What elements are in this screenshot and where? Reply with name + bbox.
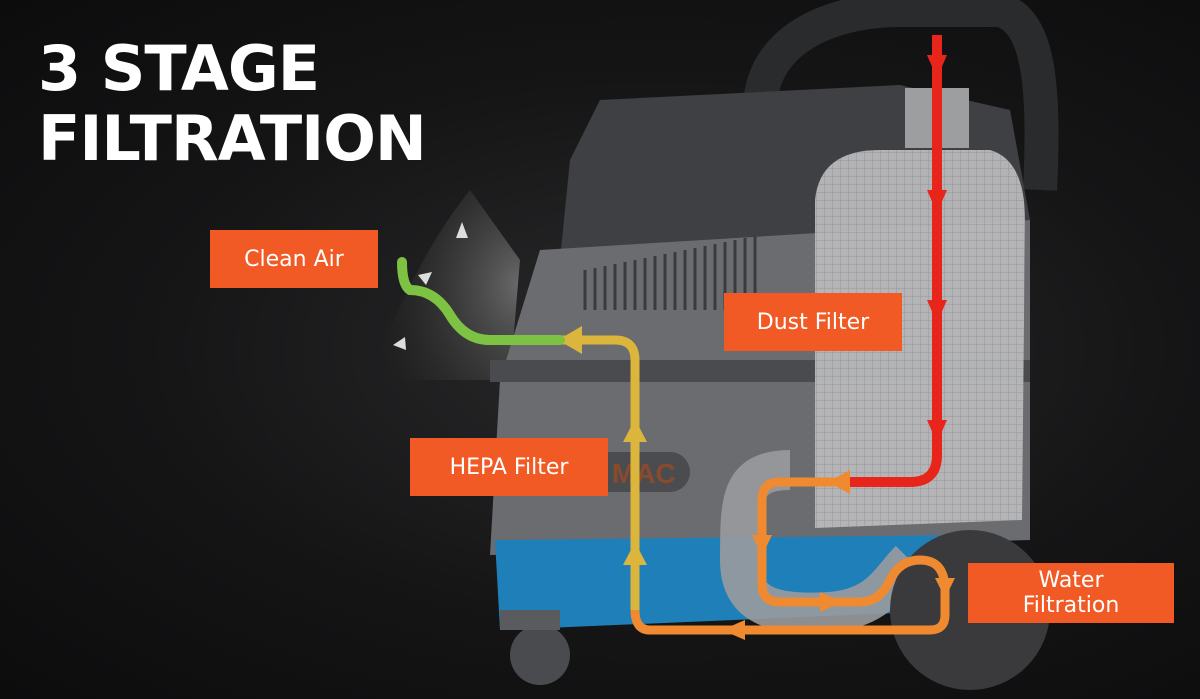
water-filtration-label: Water Filtration — [968, 563, 1174, 623]
water-filtration-line-2: Filtration — [1022, 593, 1120, 618]
water-flow-arrows — [722, 470, 955, 640]
hepa-flow-path — [560, 335, 640, 610]
hepa-filter-label: HEPA Filter — [410, 438, 608, 496]
page-title: 3 STAGE FILTRATION — [38, 32, 427, 175]
vent-grille — [583, 236, 757, 310]
caster-wheel — [510, 625, 570, 685]
dust-flow-path — [850, 35, 942, 487]
hose — [743, 0, 1059, 191]
exhaust-arrows — [393, 222, 468, 350]
dust-flow-arrows — [927, 55, 947, 443]
caster-bracket — [500, 610, 560, 630]
clean-air-label: Clean Air — [210, 230, 378, 288]
title-line-2: FILTRATION — [38, 102, 427, 175]
water-filtration-line-1: Water — [1038, 568, 1104, 593]
clean-air-flow-path — [397, 257, 565, 345]
water-flow-path — [630, 477, 950, 635]
dust-filter-label: Dust Filter — [724, 293, 902, 351]
brand-logo: MAC — [612, 458, 676, 489]
exhaust-air — [370, 190, 520, 380]
logo-plate — [590, 452, 690, 492]
hepa-flow-arrows — [558, 326, 647, 565]
dust-filter-mesh — [815, 150, 1025, 528]
title-line-1: 3 STAGE — [38, 32, 320, 105]
